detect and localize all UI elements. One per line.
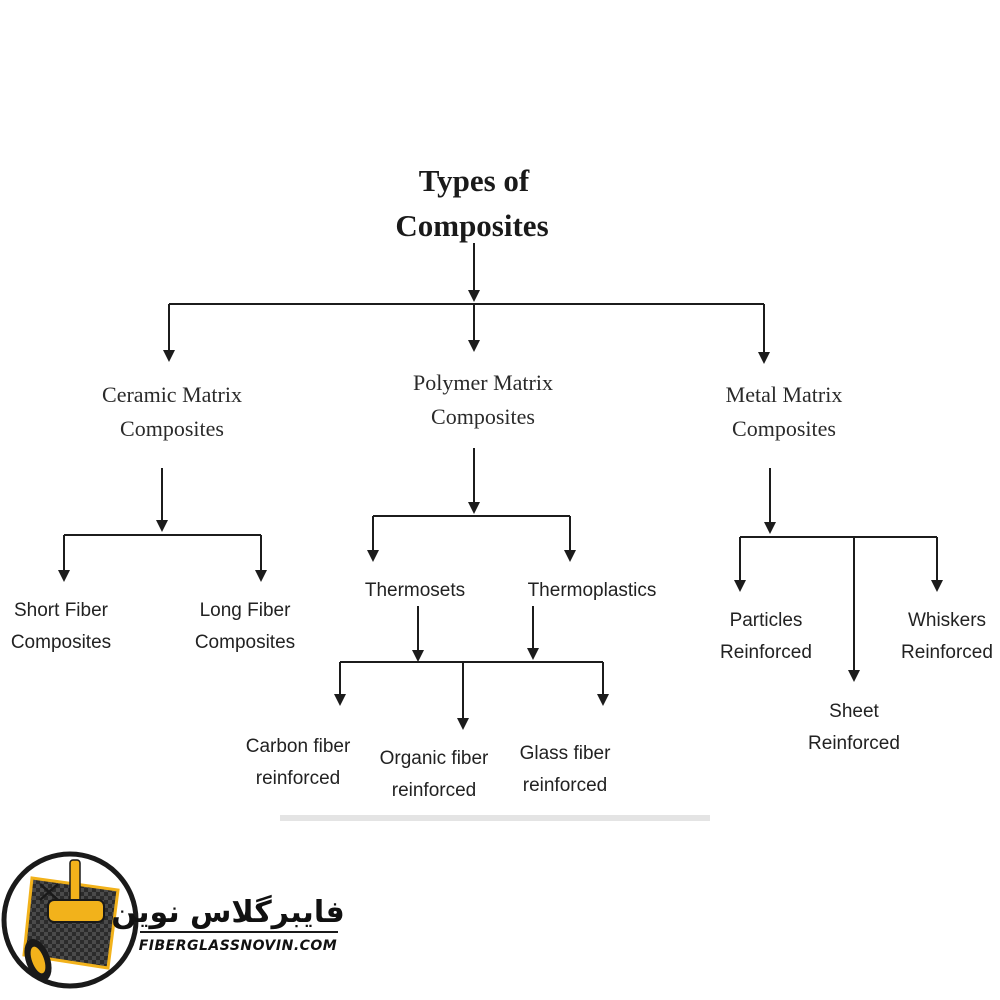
root-title-line2: Composites: [395, 208, 548, 243]
organic-fiber-label-line1: Organic fiber: [380, 748, 489, 769]
thermoplastics-label: Thermoplastics: [528, 580, 657, 601]
ceramic-label-line1: Ceramic Matrix: [102, 382, 242, 407]
sheet-label-line2: Reinforced: [808, 733, 900, 754]
ceramic-label-line2: Composites: [120, 416, 224, 441]
root-title-line1: Types of: [419, 163, 530, 198]
paint-roller-fiberglass-logo-icon: [1, 851, 139, 989]
particles-label-line2: Reinforced: [720, 642, 812, 663]
long-fiber-label-line1: Long Fiber: [200, 600, 292, 621]
fiberglass-novin-logo: فایبرگلاس نوین FIBERGLASSNOVIN.COM: [1, 851, 345, 989]
particles-label-line1: Particles: [730, 610, 803, 631]
glass-fiber-label-line2: reinforced: [523, 775, 608, 796]
whiskers-label-line2: Reinforced: [901, 642, 993, 663]
glass-fiber-label-line1: Glass fiber: [520, 743, 611, 764]
metal-label-line2: Composites: [732, 416, 836, 441]
metal-label-line1: Metal Matrix: [726, 382, 843, 407]
thermosets-label: Thermosets: [365, 580, 465, 601]
carbon-fiber-label-line2: reinforced: [256, 768, 341, 789]
logo-persian-name: فایبرگلاس نوین: [111, 894, 344, 930]
logo-url: FIBERGLASSNOVIN.COM: [139, 938, 338, 954]
short-fiber-label-line1: Short Fiber: [14, 600, 109, 621]
organic-fiber-label-line2: reinforced: [392, 780, 477, 801]
long-fiber-label-line2: Composites: [195, 632, 295, 653]
polymer-label-line1: Polymer Matrix: [413, 370, 553, 395]
sheet-label-line1: Sheet: [829, 701, 879, 722]
carbon-fiber-label-line1: Carbon fiber: [246, 736, 351, 757]
short-fiber-label-line2: Composites: [11, 632, 111, 653]
whiskers-label-line1: Whiskers: [908, 610, 986, 631]
faded-caption-strip: [280, 815, 710, 821]
polymer-label-line2: Composites: [431, 404, 535, 429]
